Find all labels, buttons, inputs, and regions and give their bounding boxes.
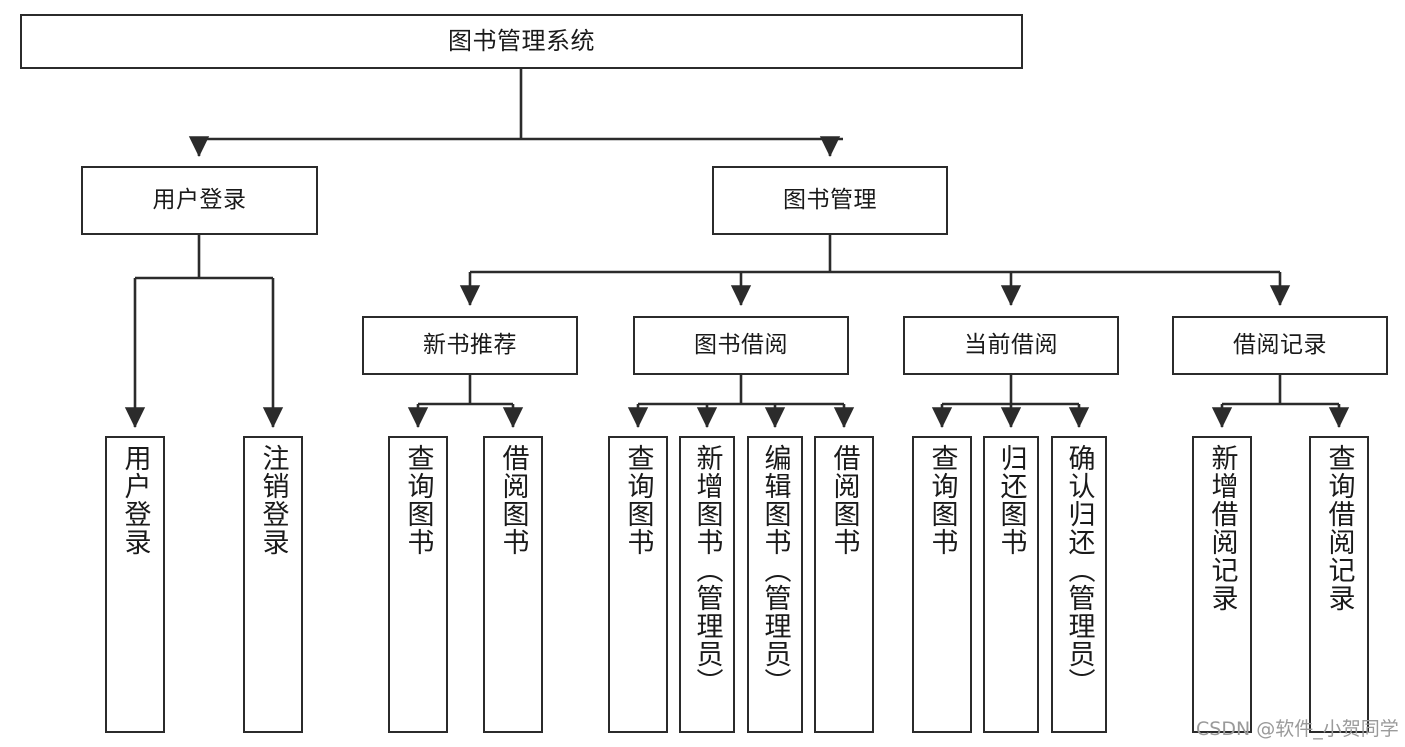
node-label: 用户登录 [152,187,247,214]
node-label: 注销登录 [257,444,289,556]
leaf-add-book-admin[interactable]: 新增图书（管理员） [679,436,735,733]
node-label: 新增借阅记录 [1206,444,1238,612]
node-label: 图书借阅 [694,332,788,359]
leaf-query-book-current[interactable]: 查询图书 [912,436,972,733]
node-label: 图书管理 [783,187,877,214]
node-label: 查询图书 [622,444,654,556]
node-book-manage[interactable]: 图书管理 [712,166,948,235]
node-label: 确认归还（管理员） [1063,444,1095,696]
node-book-borrow[interactable]: 图书借阅 [633,316,849,375]
node-borrow-record[interactable]: 借阅记录 [1172,316,1388,375]
leaf-borrow-book[interactable]: 借阅图书 [814,436,874,733]
node-label: 新书推荐 [423,332,517,359]
node-label: 借阅图书 [828,444,860,556]
node-new-book-recommend[interactable]: 新书推荐 [362,316,578,375]
node-label: 查询图书 [926,444,958,556]
node-label: 借阅图书 [497,444,529,556]
node-label: 用户登录 [119,444,151,556]
leaf-return-book[interactable]: 归还图书 [983,436,1039,733]
leaf-confirm-return-admin[interactable]: 确认归还（管理员） [1051,436,1107,733]
leaf-query-book-borrow[interactable]: 查询图书 [608,436,668,733]
leaf-user-login[interactable]: 用户登录 [105,436,165,733]
leaf-borrow-book-recommend[interactable]: 借阅图书 [483,436,543,733]
leaf-edit-book-admin[interactable]: 编辑图书（管理员） [747,436,803,733]
node-label: 新增图书（管理员） [691,444,723,696]
leaf-add-borrow-record[interactable]: 新增借阅记录 [1192,436,1252,733]
leaf-query-book-recommend[interactable]: 查询图书 [388,436,448,733]
node-label: 查询图书 [402,444,434,556]
node-label: 查询借阅记录 [1323,444,1355,612]
node-label: 编辑图书（管理员） [759,444,791,696]
node-user-login[interactable]: 用户登录 [81,166,318,235]
csdn-watermark: CSDN @软件_小贺同学 [1196,718,1399,740]
node-label: 借阅记录 [1233,332,1327,359]
leaf-query-borrow-record[interactable]: 查询借阅记录 [1309,436,1369,733]
leaf-logout[interactable]: 注销登录 [243,436,303,733]
node-root-book-management-system[interactable]: 图书管理系统 [20,14,1023,69]
node-label: 当前借阅 [964,332,1058,359]
node-label: 图书管理系统 [448,26,595,55]
node-label: 归还图书 [995,444,1027,556]
node-current-borrow[interactable]: 当前借阅 [903,316,1119,375]
